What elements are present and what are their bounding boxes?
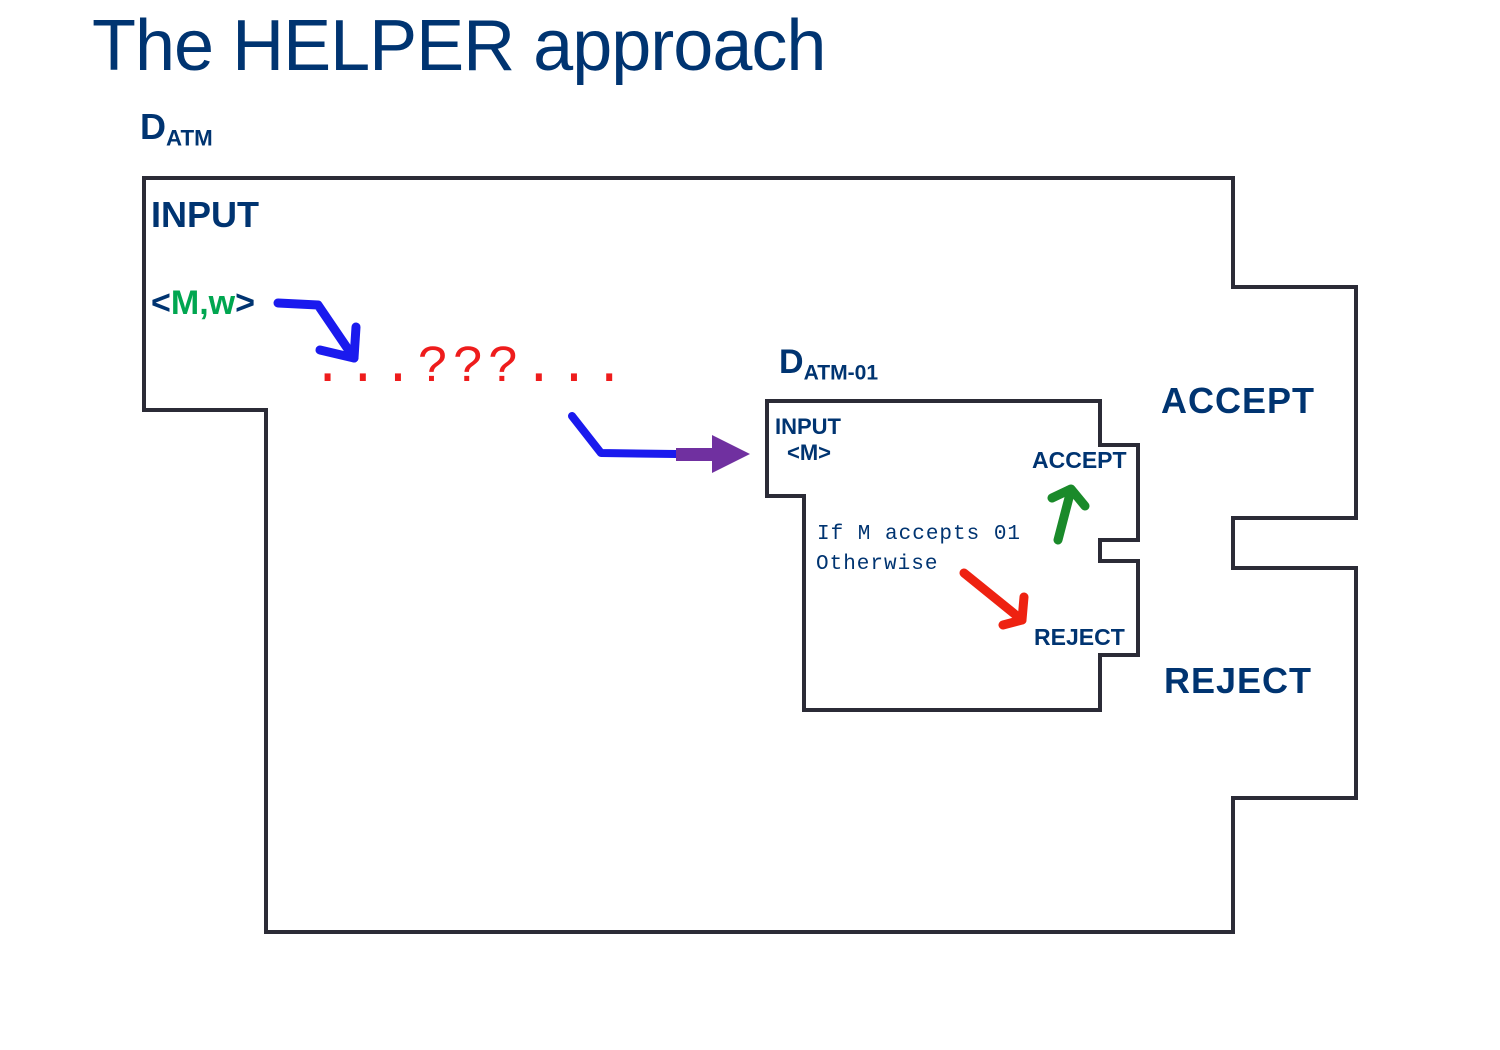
helper-call-arrow-icon (568, 412, 750, 473)
input-var-m: M (170, 284, 200, 322)
outer-machine-name-main: D (140, 106, 166, 147)
bracket-open: < (151, 284, 171, 322)
outer-input-value: <M,w> (151, 284, 255, 323)
inner-input-value: <M> (787, 440, 832, 465)
inner-machine-name-main: D (779, 343, 804, 381)
reject-condition-text: Otherwise (816, 553, 939, 576)
accept-arrow-icon (1047, 484, 1090, 545)
input-var-w: w (208, 284, 236, 322)
outer-reject-label: REJECT (1164, 660, 1313, 701)
inner-reject-label: REJECT (1034, 624, 1125, 650)
accept-condition-text: If M accepts 01 (817, 523, 1022, 546)
inner-accept-label: ACCEPT (1032, 447, 1127, 473)
input-separator: , (199, 284, 209, 322)
outer-input-label: INPUT (151, 194, 259, 235)
bracket-close: > (235, 284, 255, 322)
outer-machine-name: DATM (140, 106, 213, 152)
reject-arrow-icon (959, 568, 1029, 630)
outer-machine-outline (142, 176, 1358, 934)
unknown-process-text: ...???... (312, 338, 629, 397)
inner-input-label: INPUT (775, 414, 841, 439)
outer-accept-label: ACCEPT (1161, 380, 1316, 421)
outer-machine-name-subscript: ATM (166, 125, 213, 151)
inner-machine-name: DATM-01 (779, 343, 878, 385)
slide-title: The HELPER approach (92, 6, 826, 86)
inner-machine-outline (765, 399, 1140, 712)
inner-machine-name-subscript: ATM-01 (803, 361, 879, 385)
input-flow-arrow-icon (273, 298, 361, 363)
